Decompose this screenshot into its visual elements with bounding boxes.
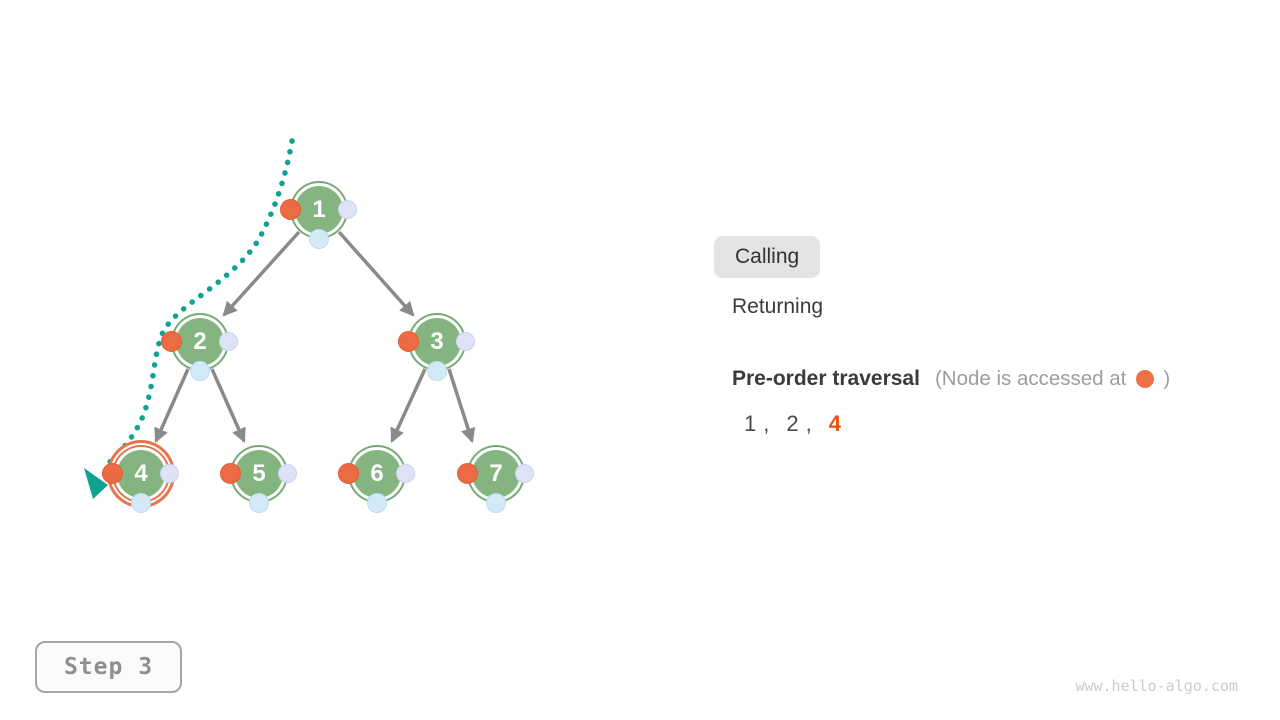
step-label: Step 3 (63, 654, 154, 680)
calling-label: Calling (735, 245, 800, 268)
right-slot-dot-icon (515, 464, 534, 483)
node-label: 4 (134, 460, 148, 487)
sequence-separator: , (763, 411, 770, 436)
edge-1-3 (337, 230, 415, 317)
access-legend-dot-icon (1136, 370, 1155, 388)
right-slot-dot-icon (219, 332, 238, 351)
traversal-note-open: (Node is accessed at (934, 367, 1127, 390)
node-label: 3 (430, 328, 444, 355)
tree-node-4-current[interactable]: 4 (102, 450, 179, 513)
bottom-slot-dot-icon (131, 493, 151, 513)
edge-3-7 (447, 368, 476, 444)
bottom-slot-dot-icon (309, 229, 329, 249)
edge-2-5 (210, 368, 246, 444)
site-watermark: www.hello-algo.com (1075, 677, 1238, 695)
sequence-separator: , (805, 411, 812, 436)
node-label: 2 (193, 328, 207, 355)
traversal-sequence: 1 , 2 , 4 (744, 411, 841, 437)
traversal-path (100, 138, 295, 471)
bottom-slot-dot-icon (367, 493, 387, 513)
access-dot-icon (280, 199, 301, 220)
sequence-value: 2 (786, 411, 799, 436)
access-dot-icon (220, 463, 241, 484)
tree-node-5[interactable]: 5 (220, 450, 297, 513)
tree-node-3[interactable]: 3 (398, 318, 475, 381)
sequence-value: 1 (744, 411, 757, 436)
tree-node-7[interactable]: 7 (457, 450, 534, 513)
node-label: 7 (489, 460, 503, 487)
node-label: 1 (312, 196, 326, 223)
access-dot-icon (338, 463, 359, 484)
access-dot-icon (161, 331, 182, 352)
bottom-slot-dot-icon (190, 361, 210, 381)
access-dot-icon (398, 331, 419, 352)
right-slot-dot-icon (160, 464, 179, 483)
right-slot-dot-icon (338, 200, 357, 219)
returning-label: Returning (732, 295, 824, 318)
step-indicator: Step 3 (35, 641, 182, 693)
tree-node-6[interactable]: 6 (338, 450, 415, 513)
right-slot-dot-icon (396, 464, 415, 483)
edge-1-2 (222, 230, 301, 317)
traversal-note-close: ) (1163, 367, 1171, 390)
access-dot-icon (102, 463, 123, 484)
access-dot-icon (457, 463, 478, 484)
legend-returning: Returning (732, 295, 823, 319)
bottom-slot-dot-icon (249, 493, 269, 513)
traversal-header: Pre-order traversal (Node is accessed at… (732, 367, 1170, 391)
sequence-value-current: 4 (828, 411, 841, 436)
legend-calling-active: Calling (714, 236, 821, 278)
node-label: 6 (370, 460, 384, 487)
right-slot-dot-icon (278, 464, 297, 483)
tree-node-1[interactable]: 1 (280, 186, 357, 249)
right-slot-dot-icon (456, 332, 475, 351)
node-label: 5 (252, 460, 266, 487)
bottom-slot-dot-icon (427, 361, 447, 381)
bottom-slot-dot-icon (486, 493, 506, 513)
traversal-title: Pre-order traversal (732, 367, 920, 390)
edge-2-4 (154, 368, 190, 444)
edge-3-6 (390, 368, 427, 444)
tree-node-2[interactable]: 2 (161, 318, 238, 381)
